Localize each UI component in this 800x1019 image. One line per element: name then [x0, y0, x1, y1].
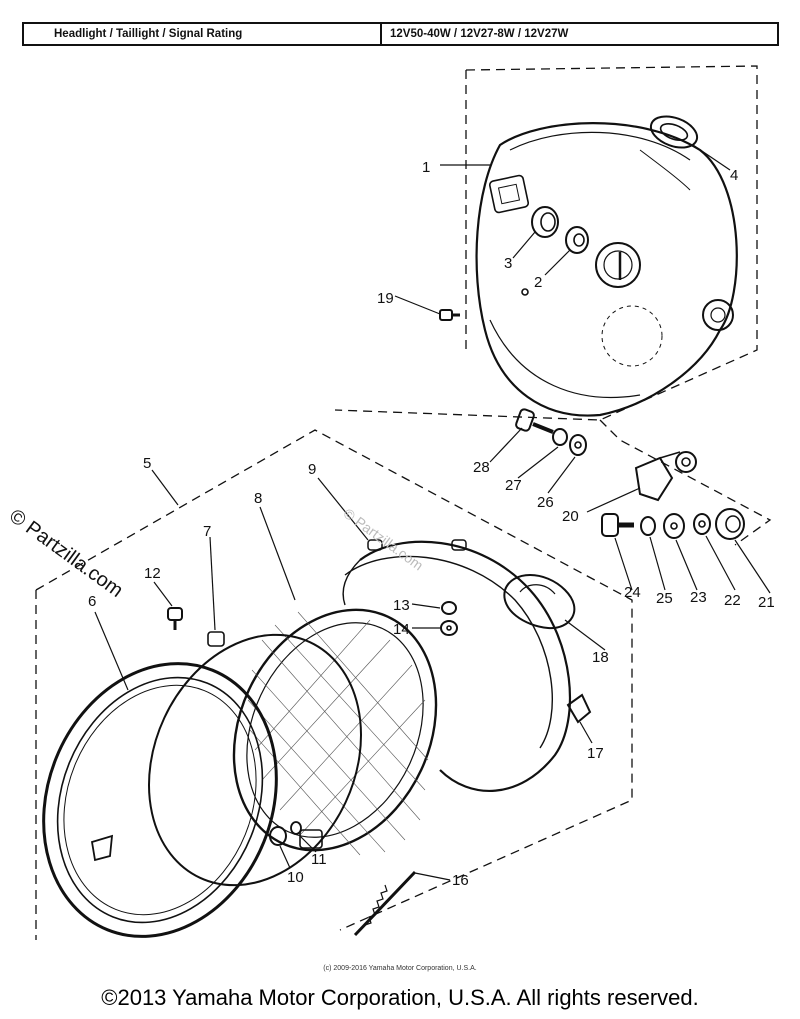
callout-16: 16: [452, 872, 469, 889]
callout-2: 2: [534, 274, 542, 291]
bolt-28: [515, 408, 554, 434]
washer-11: [290, 821, 302, 835]
bolt-24: [601, 513, 634, 537]
callout-9: 9: [308, 461, 316, 478]
headlight-housing: [475, 122, 738, 417]
copyright-main: ©2013 Yamaha Motor Corporation, U.S.A. A…: [101, 985, 699, 1010]
lens-cover-18: [503, 574, 576, 630]
headlight-rim-6: [42, 662, 278, 938]
spec-value: 12V50-40W / 12V27-8W / 12V27W: [390, 28, 569, 40]
grommet-4: [649, 115, 699, 149]
copyright-small: (c) 2009-2016 Yamaha Motor Corporation, …: [323, 965, 477, 972]
callout-21: 21: [758, 594, 775, 611]
callout-5: 5: [143, 455, 151, 472]
callout-7: 7: [203, 523, 211, 540]
callout-3: 3: [504, 255, 512, 272]
washer-23: [663, 513, 685, 539]
headlight-case-ring-9: [342, 539, 571, 792]
nut-22: [693, 513, 711, 535]
callout-17: 17: [587, 745, 604, 762]
group-frame-lens: [35, 429, 633, 940]
callout-12: 12: [144, 565, 161, 582]
callout-26: 26: [537, 494, 554, 511]
callout-labels: 1 2 3 4 5 6 7 8 9 10 11 12 13 14 16 17 1…: [88, 159, 775, 889]
callout-24: 24: [624, 584, 641, 601]
screw-12: [167, 607, 183, 630]
callout-28: 28: [473, 459, 490, 476]
callout-27: 27: [505, 477, 522, 494]
callout-25: 25: [656, 590, 673, 607]
callout-13: 13: [393, 597, 410, 614]
callout-4: 4: [730, 167, 738, 184]
callout-18: 18: [592, 649, 609, 666]
callout-10: 10: [287, 869, 304, 886]
callout-1: 1: [422, 159, 430, 176]
spec-label: Headlight / Taillight / Signal Rating: [24, 24, 382, 44]
screw-19: [439, 288, 529, 321]
leader-lines: [94, 144, 771, 881]
screw-10: [269, 826, 287, 846]
washer-26: [569, 434, 587, 456]
grommet-3: [531, 206, 559, 238]
callout-19: 19: [377, 290, 394, 307]
nut-14: [440, 620, 458, 636]
bracket-20: [634, 451, 697, 502]
mounting-rim-7: [148, 631, 362, 887]
group-frame-housing: [334, 65, 758, 421]
callout-23: 23: [690, 589, 707, 606]
washer-27: [552, 428, 568, 446]
spec-table: Headlight / Taillight / Signal Rating 12…: [22, 22, 779, 46]
clip-17: [566, 693, 592, 724]
washer-25: [640, 516, 656, 536]
adjusting-screw-16: [353, 870, 417, 937]
callout-8: 8: [254, 490, 262, 507]
grommet-2: [565, 226, 589, 254]
nut-13: [441, 601, 457, 615]
callout-6: 6: [88, 593, 96, 610]
callout-20: 20: [562, 508, 579, 525]
callout-11: 11: [311, 851, 327, 868]
callout-14: 14: [393, 621, 410, 638]
damper-21: [715, 508, 745, 540]
group-frame-bracket: [599, 419, 772, 546]
callout-22: 22: [724, 592, 741, 609]
sealed-beam-8: [232, 608, 438, 856]
